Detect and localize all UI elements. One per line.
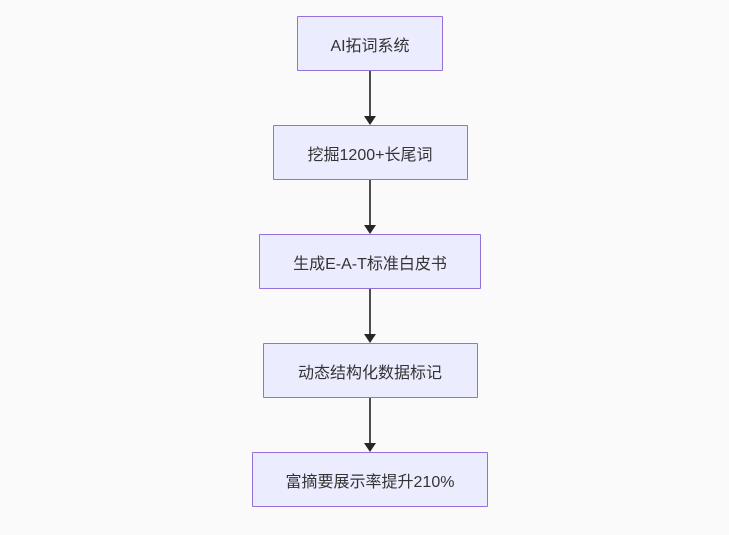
arrow-head [364, 334, 376, 343]
flow-node-rich-snippet-result: 富摘要展示率提升210% [252, 452, 488, 507]
arrow-head [364, 443, 376, 452]
flow-node-label: 动态结构化数据标记 [297, 364, 442, 382]
arrow-line [369, 398, 371, 443]
arrow-down-icon [364, 289, 376, 343]
arrow-head [364, 116, 376, 125]
flow-node-longtail-keywords: 挖掘1200+长尾词 [272, 125, 468, 180]
arrow-line [369, 71, 371, 116]
arrow-down-icon [364, 398, 376, 452]
flow-node-structured-data: 动态结构化数据标记 [262, 343, 478, 398]
arrow-head [364, 225, 376, 234]
flowchart: AI拓词系统 挖掘1200+长尾词 生成E-A-T标准白皮书 动态结构化数据标记… [252, 16, 488, 507]
flow-node-label: AI拓词系统 [330, 37, 410, 55]
arrow-line [369, 289, 371, 334]
arrow-line [369, 180, 371, 225]
flow-node-eat-whitepaper: 生成E-A-T标准白皮书 [259, 234, 481, 289]
flow-node-label: 挖掘1200+长尾词 [307, 146, 433, 164]
flow-node-ai-system: AI拓词系统 [297, 16, 443, 71]
flow-node-label: 富摘要展示率提升210% [285, 473, 455, 491]
arrow-down-icon [364, 71, 376, 125]
arrow-down-icon [364, 180, 376, 234]
flow-node-label: 生成E-A-T标准白皮书 [293, 255, 447, 273]
